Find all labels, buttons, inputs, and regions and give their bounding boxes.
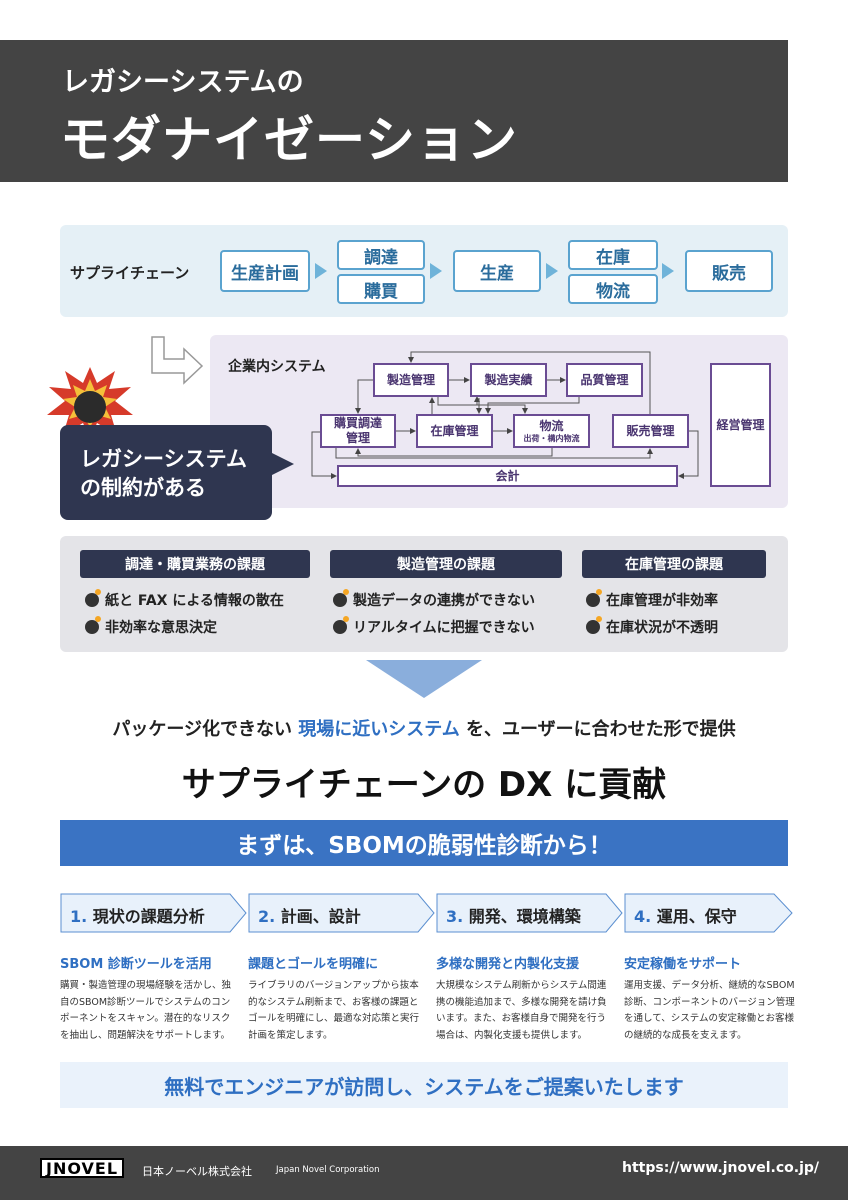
box-logistics: 物流出荷・構内物流 bbox=[513, 414, 590, 448]
step-num: 4. bbox=[634, 907, 652, 926]
company-name-en: Japan Novel Corporation bbox=[276, 1165, 380, 1175]
step-description: 運用支援、データ分析、継続的なSBOM診断、コンポーネントのバージョン管理を通し… bbox=[624, 980, 795, 1041]
box-label: 購買調達 bbox=[333, 416, 382, 430]
issue-header-procurement: 調達・購買業務の課題 bbox=[80, 550, 310, 578]
step-logistics: 物流 bbox=[568, 274, 658, 304]
step-inventory: 在庫 bbox=[568, 240, 658, 270]
issue-text: 非効率な意思決定 bbox=[105, 620, 217, 636]
bomb-icon bbox=[333, 616, 349, 634]
step-description: 大規模なシステム刷新からシステム間連携の機能追加まで、多様な開発を請け負います。… bbox=[436, 980, 607, 1041]
internal-system-label: 企業内システム bbox=[228, 359, 326, 375]
step-heading: 多様な開発と内製化支援 bbox=[436, 957, 580, 972]
issue-item: 製造データの連携ができない bbox=[333, 589, 535, 610]
step-heading: 課題とゴールを明確に bbox=[248, 957, 379, 972]
issue-item: 在庫管理が非効率 bbox=[586, 589, 718, 610]
box-label: 品質管理 bbox=[580, 372, 629, 387]
box-label: 販売管理 bbox=[626, 423, 675, 438]
company-logo: JNOVEL bbox=[40, 1158, 125, 1178]
box-label: 管理 bbox=[345, 431, 370, 445]
box-inventory: 在庫管理 bbox=[416, 414, 493, 448]
step-label: 計画、設計 bbox=[280, 907, 361, 926]
issue-header-inventory: 在庫管理の課題 bbox=[582, 550, 766, 578]
step-procurement: 調達 bbox=[337, 240, 425, 270]
bomb-icon bbox=[586, 616, 602, 634]
callout-line2: の制約がある bbox=[80, 476, 206, 501]
supply-chain-label: サプライチェーン bbox=[70, 264, 190, 282]
bomb-icon bbox=[85, 616, 101, 634]
box-management: 経営管理 bbox=[710, 363, 771, 487]
box-label: 物流 bbox=[539, 418, 564, 433]
bomb-icon bbox=[85, 589, 101, 607]
website-link[interactable]: https://www.jnovel.co.jp/ bbox=[622, 1160, 820, 1176]
box-label: 経営管理 bbox=[716, 417, 765, 432]
box-label: 製造実績 bbox=[484, 372, 533, 387]
step-num: 2. bbox=[258, 907, 276, 926]
issue-text: 製造データの連携ができない bbox=[353, 593, 535, 609]
step-1: 1. 現状の課題分析 bbox=[60, 893, 248, 933]
step-purchase: 購買 bbox=[337, 274, 425, 304]
step-sales: 販売 bbox=[685, 250, 773, 292]
box-mfg-mgmt: 製造管理 bbox=[373, 363, 449, 397]
message-line: パッケージ化できない 現場に近いシステム を、ユーザーに合わせた形で提供 bbox=[0, 715, 848, 741]
bent-arrow-icon bbox=[151, 336, 204, 385]
callout-pointer bbox=[270, 452, 294, 476]
issue-item: リアルタイムに把握できない bbox=[333, 616, 535, 637]
footer: JNOVEL 日本ノーベル株式会社 Japan Novel Corporatio… bbox=[0, 1146, 848, 1200]
issue-item: 紙と FAX による情報の散在 bbox=[85, 589, 284, 610]
step-num: 3. bbox=[446, 907, 464, 926]
box-quality: 品質管理 bbox=[566, 363, 643, 397]
message-post: を、ユーザーに合わせた形で提供 bbox=[459, 719, 736, 740]
step-heading: 安定稼働をサポート bbox=[624, 957, 742, 972]
box-accounting: 会計 bbox=[337, 465, 678, 487]
cta-banner: 無料でエンジニアが訪問し、システムをご提案いたします bbox=[60, 1062, 788, 1108]
box-label: 在庫管理 bbox=[430, 423, 479, 438]
issue-text: 在庫状況が不透明 bbox=[606, 620, 718, 636]
headline: サプライチェーンの DX に貢献 bbox=[181, 765, 667, 805]
issue-text: リアルタイムに把握できない bbox=[353, 620, 535, 636]
callout-line1: レガシーシステム bbox=[80, 447, 247, 471]
bomb-icon bbox=[333, 589, 349, 607]
message-pre: パッケージ化できない bbox=[112, 719, 299, 740]
system-connectors bbox=[311, 351, 699, 479]
issue-header-manufacturing: 製造管理の課題 bbox=[330, 550, 562, 578]
arrow-icon bbox=[662, 263, 674, 279]
box-label: 製造管理 bbox=[386, 372, 435, 387]
box-mfg-results: 製造実績 bbox=[470, 363, 547, 397]
issue-text: 在庫管理が非効率 bbox=[606, 593, 718, 609]
message-highlight: 現場に近いシステム bbox=[298, 719, 460, 740]
arrow-icon bbox=[430, 263, 442, 279]
step-num: 1. bbox=[70, 907, 88, 926]
step-description: ライブラリのバージョンアップから抜本的なシステム刷新まで、お客様の課題とゴールを… bbox=[248, 980, 420, 1041]
issue-text: 紙と FAX による情報の散在 bbox=[105, 593, 284, 609]
bomb-explosion-icon bbox=[47, 367, 133, 439]
issue-item: 非効率な意思決定 bbox=[85, 616, 217, 637]
step-4: 4. 運用、保守 bbox=[624, 893, 794, 933]
box-sales: 販売管理 bbox=[612, 414, 689, 448]
step-production: 生産 bbox=[453, 250, 541, 292]
step-label: 現状の課題分析 bbox=[92, 907, 205, 926]
box-label: 会計 bbox=[495, 468, 520, 483]
header: レガシーシステムの モダナイゼーション bbox=[0, 40, 788, 182]
issue-item: 在庫状況が不透明 bbox=[586, 616, 718, 637]
down-arrow-icon bbox=[366, 660, 482, 698]
title-line2: モダナイゼーション bbox=[60, 111, 518, 169]
arrow-icon bbox=[546, 263, 558, 279]
title-line1: レガシーシステムの bbox=[62, 67, 304, 98]
step-heading: SBOM 診断ツールを活用 bbox=[60, 957, 212, 972]
company-name-ja: 日本ノーベル株式会社 bbox=[142, 1165, 252, 1178]
sbom-banner: まずは、SBOMの脆弱性診断から！ bbox=[60, 820, 788, 866]
step-production-plan: 生産計画 bbox=[220, 250, 310, 292]
step-label: 開発、環境構築 bbox=[468, 907, 581, 926]
step-2: 2. 計画、設計 bbox=[248, 893, 436, 933]
legacy-callout: レガシーシステム の制約がある bbox=[60, 425, 272, 520]
step-description: 購買・製造管理の現場経験を活かし、独自のSBOM診断ツールでシステムのコンポーネ… bbox=[60, 980, 232, 1041]
box-purchasing: 購買調達管理 bbox=[320, 414, 396, 448]
step-label: 運用、保守 bbox=[656, 907, 737, 926]
box-sublabel: 出荷・構内物流 bbox=[523, 433, 580, 443]
step-3: 3. 開発、環境構築 bbox=[436, 893, 624, 933]
bomb-icon bbox=[586, 589, 602, 607]
arrow-icon bbox=[315, 263, 327, 279]
